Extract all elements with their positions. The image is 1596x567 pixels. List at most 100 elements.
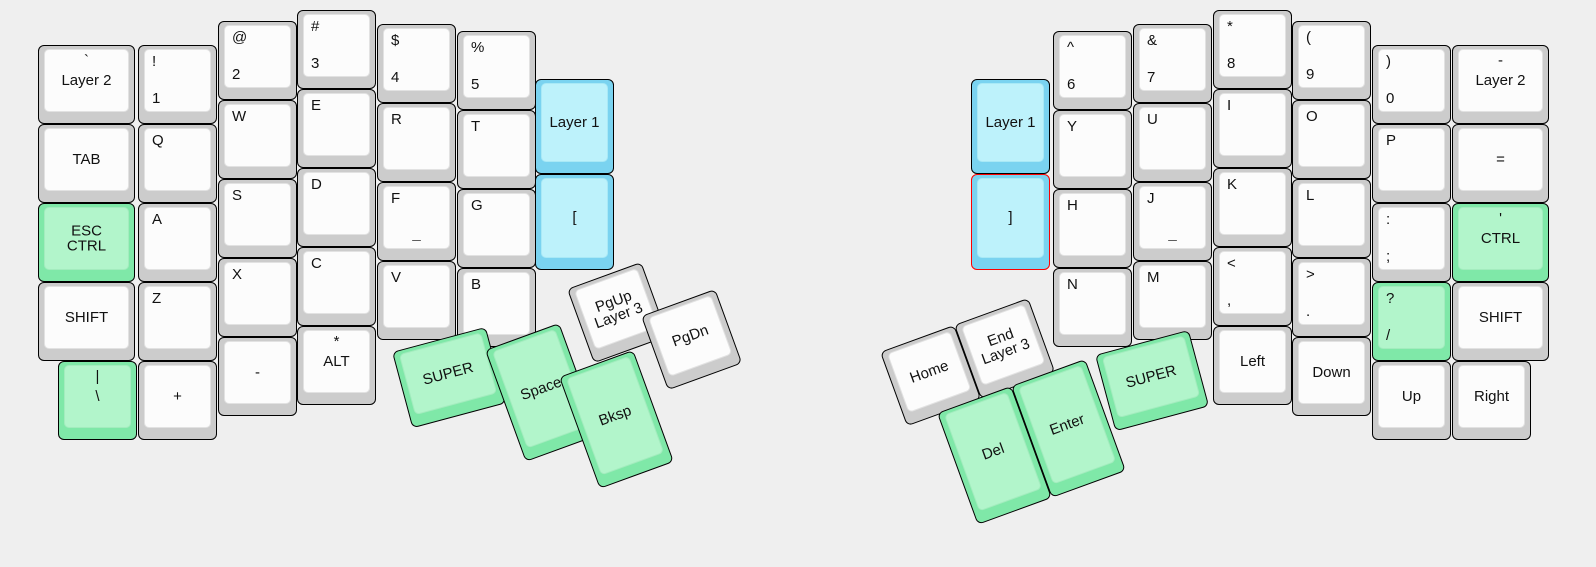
key-l-5[interactable]: %5 [457, 31, 536, 110]
key-l-grave-layer2[interactable]: `Layer 2 [38, 45, 135, 124]
legend-base: B [471, 276, 482, 293]
keycap-surface: D [303, 172, 370, 235]
legend-shifted: ? [1386, 290, 1395, 307]
legend-base: 8 [1227, 55, 1236, 73]
key-r-m[interactable]: M [1133, 261, 1212, 340]
key-l-w[interactable]: W [218, 100, 297, 179]
key-r-i[interactable]: I [1213, 89, 1292, 168]
keycap-surface: !1 [144, 49, 211, 112]
legend-base: Left [1239, 352, 1266, 370]
keycap-surface: <, [1219, 251, 1286, 314]
legend-base: . [1306, 303, 1311, 321]
key-l-plus[interactable]: + [138, 361, 217, 440]
key-l-lbracket[interactable]: [ [535, 174, 614, 270]
key-r-comma[interactable]: <, [1213, 247, 1292, 326]
key-l-pipe-bslash[interactable]: |\ [58, 361, 137, 440]
key-r-k[interactable]: K [1213, 168, 1292, 247]
legend-base: Z [152, 290, 162, 307]
legend-base: X [232, 266, 243, 283]
key-r-l[interactable]: L [1292, 179, 1371, 258]
keycap-surface: Down [1298, 341, 1365, 404]
key-r-shift[interactable]: SHIFT [1452, 282, 1549, 361]
key-r-slash[interactable]: ?/ [1372, 282, 1451, 361]
key-l-e[interactable]: E [297, 89, 376, 168]
legend-base: ] [1008, 209, 1013, 227]
key-l-q[interactable]: Q [138, 124, 217, 203]
key-l-b[interactable]: B [457, 268, 536, 347]
keycap-surface: Layer 1 [977, 83, 1044, 162]
key-l-esc-ctrl[interactable]: ESC CTRL [38, 203, 135, 282]
legend-base: V [391, 269, 402, 286]
key-l-3[interactable]: #3 [297, 10, 376, 89]
key-l-f[interactable]: F_ [377, 182, 456, 261]
key-r-7[interactable]: &7 [1133, 24, 1212, 103]
keycap-surface: SHIFT [44, 286, 129, 349]
keycap-surface: Home [887, 330, 972, 413]
key-r-up[interactable]: Up [1372, 361, 1451, 440]
key-l-layer1[interactable]: Layer 1 [535, 79, 614, 174]
key-r-equal[interactable]: = [1452, 124, 1549, 203]
key-l-star-alt[interactable]: *ALT [297, 326, 376, 405]
key-l-r[interactable]: R [377, 103, 456, 182]
key-r-j[interactable]: J_ [1133, 182, 1212, 261]
key-l-v[interactable]: V [377, 261, 456, 340]
key-l-d[interactable]: D [297, 168, 376, 247]
legend-base: , [1227, 292, 1232, 310]
legend-base: - [255, 363, 260, 381]
legend-base: [ [572, 209, 577, 227]
key-l-1[interactable]: !1 [138, 45, 217, 124]
key-r-quote-ctrl[interactable]: 'CTRL [1452, 203, 1549, 282]
legend-base: \ [95, 387, 100, 405]
legend-base: TAB [72, 150, 101, 168]
keycap-surface: 'CTRL [1458, 207, 1543, 270]
key-l-tab[interactable]: TAB [38, 124, 135, 203]
key-r-h[interactable]: H [1053, 189, 1132, 268]
key-l-z[interactable]: Z [138, 282, 217, 361]
keycap-surface: (9 [1298, 25, 1365, 88]
legend-base: H [1067, 197, 1078, 214]
key-r-left[interactable]: Left [1213, 326, 1292, 405]
key-r-9[interactable]: (9 [1292, 21, 1371, 100]
key-l-s[interactable]: S [218, 179, 297, 258]
legend-base: 2 [232, 66, 241, 84]
key-r-semicolon[interactable]: :; [1372, 203, 1451, 282]
legend-base: K [1227, 176, 1238, 193]
legend-base: L [1306, 187, 1315, 204]
key-r-0[interactable]: )0 [1372, 45, 1451, 124]
key-r-y[interactable]: Y [1053, 110, 1132, 189]
key-r-rbracket[interactable]: ] [971, 174, 1050, 270]
key-l-c[interactable]: C [297, 247, 376, 326]
key-l-2[interactable]: @2 [218, 21, 297, 100]
keycap-surface: ^6 [1059, 35, 1126, 98]
keycap-surface: V [383, 265, 450, 328]
key-l-x[interactable]: X [218, 258, 297, 337]
keycap-surface: C [303, 251, 370, 314]
key-l-minus[interactable]: - [218, 337, 297, 416]
key-r-p[interactable]: P [1372, 124, 1451, 203]
legend-base: R [391, 111, 402, 128]
key-r-minus-layer2[interactable]: -Layer 2 [1452, 45, 1549, 124]
key-r-period[interactable]: >. [1292, 258, 1371, 337]
key-r-right[interactable]: Right [1452, 361, 1531, 440]
key-l-4[interactable]: $4 [377, 24, 456, 103]
key-l-g[interactable]: G [457, 189, 536, 268]
key-l-t[interactable]: T [457, 110, 536, 189]
key-r-8[interactable]: *8 [1213, 10, 1292, 89]
key-r-u[interactable]: U [1133, 103, 1212, 182]
key-r-down[interactable]: Down [1292, 337, 1371, 416]
key-l-a[interactable]: A [138, 203, 217, 282]
keycap-surface: K [1219, 172, 1286, 235]
legend-base: Q [152, 132, 164, 149]
keycap-surface: X [224, 262, 291, 325]
key-r-o[interactable]: O [1292, 100, 1371, 179]
legend-base: 1 [152, 90, 161, 108]
key-r-n[interactable]: N [1053, 268, 1132, 347]
legend-base: Home [907, 356, 951, 387]
key-r-layer1[interactable]: Layer 1 [971, 79, 1050, 174]
legend-shifted: & [1147, 32, 1158, 49]
key-r-6[interactable]: ^6 [1053, 31, 1132, 110]
legend-shifted: * [333, 333, 340, 350]
keycap-surface: Y [1059, 114, 1126, 177]
key-l-shift[interactable]: SHIFT [38, 282, 135, 361]
